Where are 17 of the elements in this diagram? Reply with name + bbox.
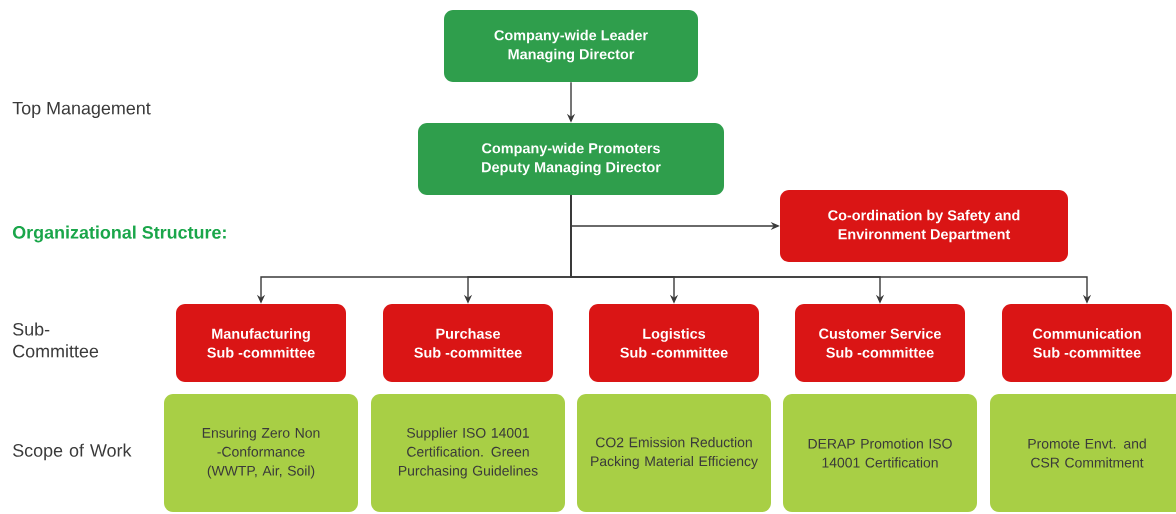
scope-box: Supplier ISO 14001 Certification. Green Purchasing Guidelines	[371, 394, 565, 512]
row-label: Sub- Committee	[13, 322, 99, 358]
scope-box: Ensuring Zero Non -Conformance (WWTP, Air, Soil)	[164, 394, 358, 512]
role-box: Company-wide Leader Managing Director	[444, 10, 698, 82]
scope-box: CO2 Emission Reduction Packing Material Efficiency	[577, 394, 771, 512]
role-box: Company-wide Promoters Deputy Managing Director	[418, 123, 724, 195]
committee-box: Customer Service Sub -committee	[795, 304, 965, 382]
section-heading: Organizational Structure:	[12, 225, 226, 243]
row-label: Scope of Work	[13, 443, 132, 461]
row-label: Top Management	[12, 101, 151, 118]
committee-box: Manufacturing Sub -committee	[176, 304, 346, 382]
committee-box: Purchase Sub -committee	[383, 304, 553, 382]
scope-box: DERAP Promotion ISO 14001 Certification	[783, 394, 977, 512]
scope-box: Promote Envt. and CSR Commitment	[990, 394, 1176, 512]
committee-box: Logistics Sub -committee	[589, 304, 759, 382]
committee-box: Communication Sub -committee	[1002, 304, 1172, 382]
committee-box: Co-ordination by Safety and Environment Department	[780, 190, 1068, 262]
